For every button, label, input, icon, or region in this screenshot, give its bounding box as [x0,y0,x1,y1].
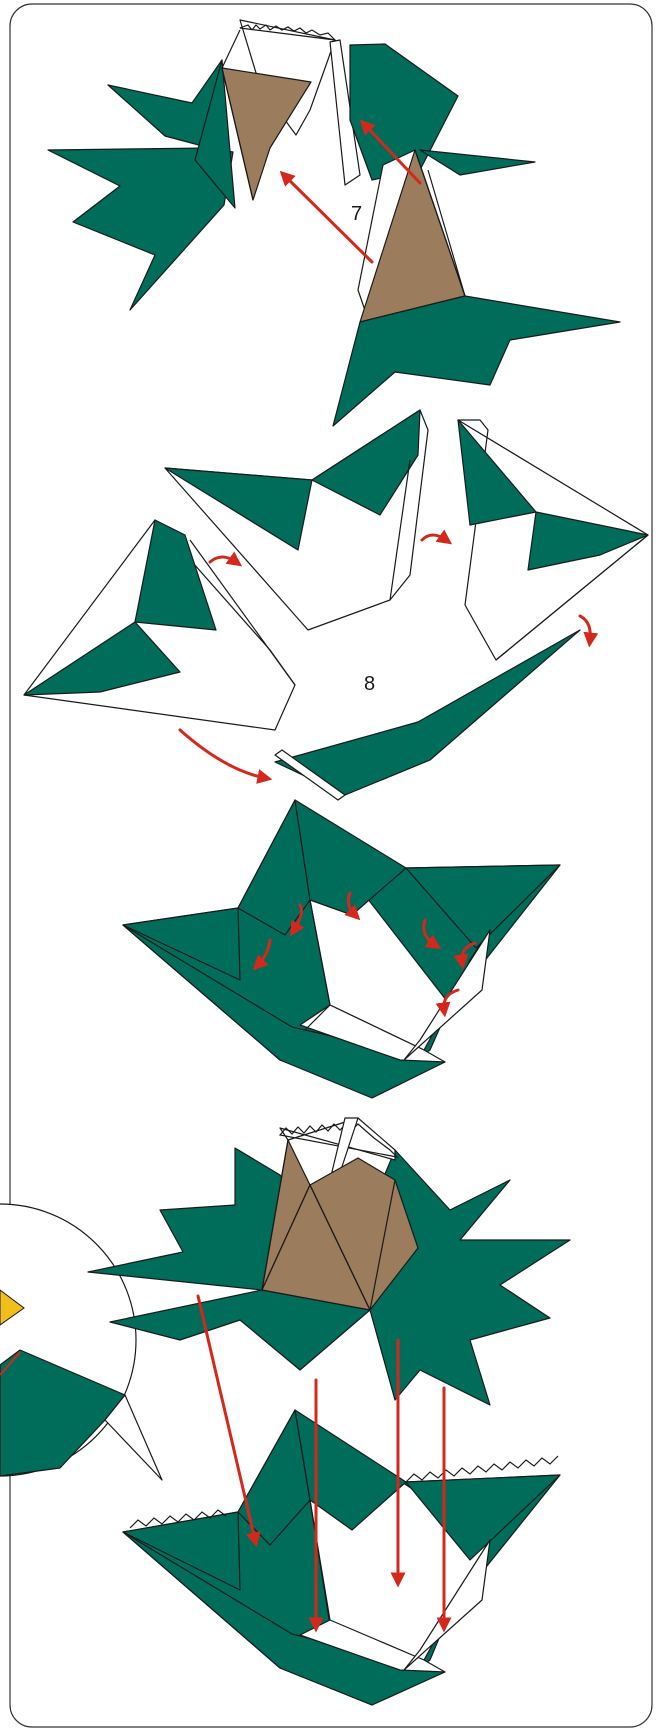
step-9-figure [123,800,560,1098]
flap-right [458,420,648,660]
star-lower-half [123,1410,560,1705]
step-7-figure: 7 [48,20,620,426]
swing-arrow [180,730,265,778]
step-7-label: 7 [351,203,362,225]
step-8-label: 8 [364,673,375,695]
left-star-piece [48,20,335,310]
right-star-piece [330,40,620,426]
step-10-figure [0,1118,570,1705]
star-upper-half [88,1118,570,1405]
flap-bottom-strip [275,630,580,800]
join-arrow-1 [198,1296,255,1540]
step-8-figure: 8 [24,410,648,800]
curl-arrow-2 [422,535,446,540]
detail-magnifier [0,1204,162,1480]
curl-arrow-1 [210,557,236,562]
curl-arrow-3 [580,616,590,640]
